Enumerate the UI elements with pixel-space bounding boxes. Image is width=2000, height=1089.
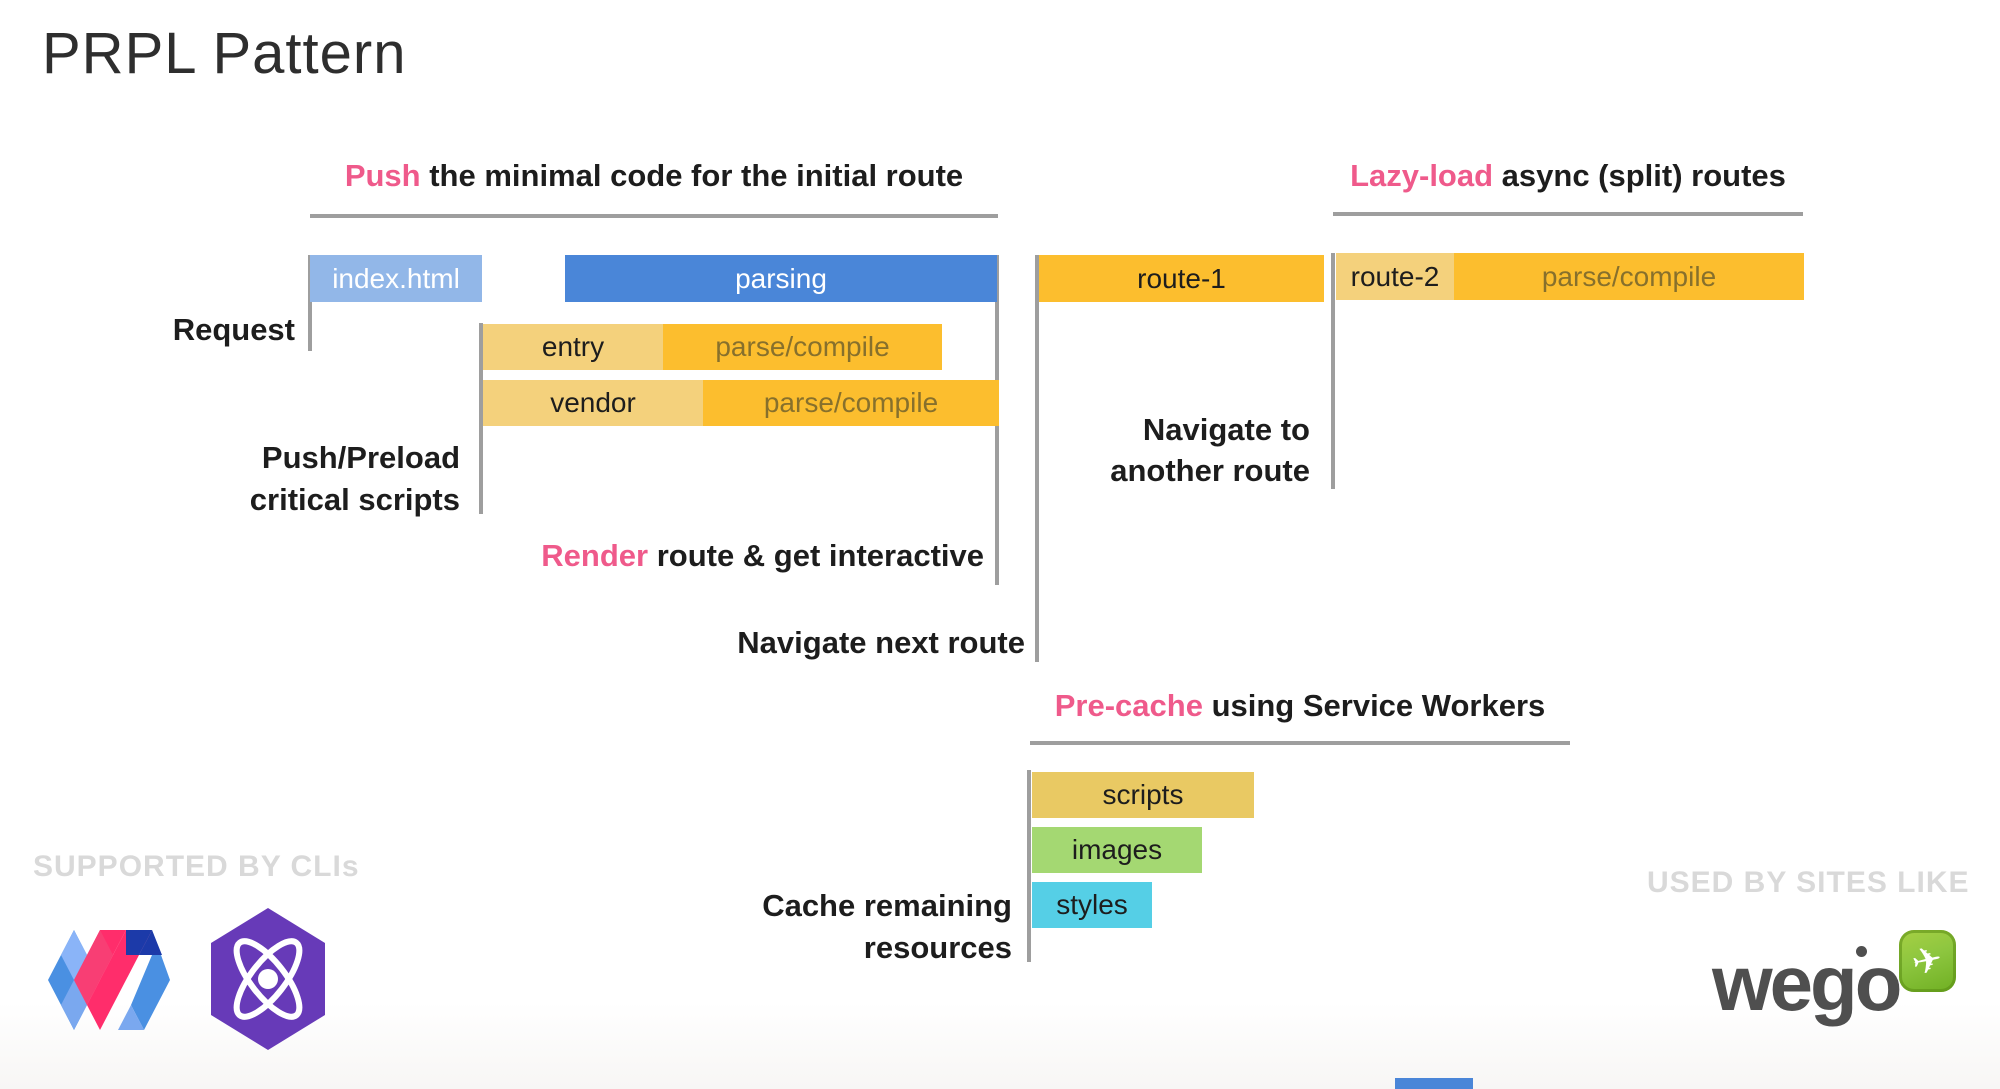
- bar-entry: entry: [483, 324, 663, 370]
- lazy-load-heading-accent: Lazy-load: [1350, 158, 1494, 193]
- push-section-heading: Push the minimal code for the initial ro…: [310, 158, 998, 194]
- bar-route-2: route-2: [1336, 253, 1454, 300]
- pre-cache-heading-rest: using Service Workers: [1202, 688, 1546, 723]
- push-section-underline: [310, 214, 998, 218]
- navigate-another-label-line1: Navigate to: [1142, 412, 1310, 447]
- airplane-icon: ✈: [1908, 937, 1947, 984]
- bar-styles: styles: [1032, 882, 1152, 928]
- bar-route-2-parse-compile-label: parse/compile: [1541, 260, 1717, 292]
- bar-vendor-parse-compile-label: parse/compile: [763, 387, 939, 418]
- bar-entry-parse-compile: parse/compile: [663, 324, 942, 370]
- pre-cache-heading-accent: Pre-cache: [1054, 688, 1203, 723]
- navigate-another-label-line2: another route: [1110, 453, 1310, 488]
- bar-route-2-parse-compile: parse/compile: [1454, 253, 1804, 300]
- route-2-marker-line: [1331, 253, 1335, 489]
- render-label: Render route & get interactive: [484, 538, 984, 574]
- push-heading-rest: the minimal code for the initial route: [420, 158, 964, 193]
- wego-logo-text: wego: [1712, 939, 1902, 1027]
- wego-logo-dot: [1856, 946, 1867, 957]
- bar-vendor: vendor: [483, 380, 703, 426]
- bar-route-1: route-1: [1039, 255, 1324, 302]
- wego-logo-badge: ✈: [1899, 930, 1956, 992]
- used-by-sites-like-label: USED BY SITES LIKE: [1647, 866, 1970, 899]
- bottom-accent-bar: [1395, 1078, 1473, 1089]
- preact-logo-icon: [205, 905, 331, 1053]
- bar-entry-label: entry: [541, 331, 605, 362]
- bar-vendor-parse-compile: parse/compile: [703, 380, 999, 426]
- bar-styles-label: styles: [1056, 889, 1128, 920]
- navigate-next-label: Navigate next route: [737, 625, 1025, 660]
- supported-by-clis-label: SUPPORTED BY CLIs: [33, 850, 360, 883]
- cache-remaining-label-line1: Cache remaining: [762, 888, 1012, 923]
- pre-cache-marker-line: [1027, 770, 1031, 962]
- polymer-logo-icon: [38, 928, 180, 1032]
- bar-parsing: parsing: [565, 255, 997, 302]
- bar-route-2-label: route-2: [1350, 260, 1440, 292]
- bar-route-1-label: route-1: [1137, 262, 1226, 294]
- page-title: PRPL Pattern: [42, 21, 407, 86]
- bar-index-html-label: index.html: [332, 262, 460, 294]
- navigate-next-marker-line: [1035, 255, 1039, 662]
- bar-vendor-label: vendor: [550, 387, 636, 418]
- bar-scripts-label: scripts: [1102, 779, 1184, 810]
- pre-cache-section-heading: Pre-cache using Service Workers: [1030, 688, 1570, 724]
- bar-parsing-label: parsing: [735, 262, 827, 294]
- request-label: Request: [172, 312, 295, 347]
- lazy-load-section-underline: [1333, 212, 1803, 216]
- bar-images-label: images: [1071, 834, 1163, 865]
- bar-index-html: index.html: [310, 255, 482, 302]
- push-preload-marker-line: [479, 323, 483, 514]
- request-marker-line: [308, 255, 312, 351]
- bar-images: images: [1032, 827, 1202, 873]
- cache-remaining-label-line2: resources: [863, 930, 1012, 965]
- push-preload-label-line1: Push/Preload: [261, 440, 460, 475]
- push-preload-label-line2: critical scripts: [249, 482, 460, 517]
- render-label-rest: route & get interactive: [648, 538, 984, 573]
- pre-cache-section-underline: [1030, 741, 1570, 745]
- bar-entry-parse-compile-label: parse/compile: [715, 331, 890, 362]
- lazy-load-section-heading: Lazy-load async (split) routes: [1333, 158, 1803, 194]
- bar-scripts: scripts: [1032, 772, 1254, 818]
- render-label-accent: Render: [541, 538, 649, 573]
- lazy-load-heading-rest: async (split) routes: [1493, 158, 1786, 193]
- push-heading-accent: Push: [344, 158, 421, 193]
